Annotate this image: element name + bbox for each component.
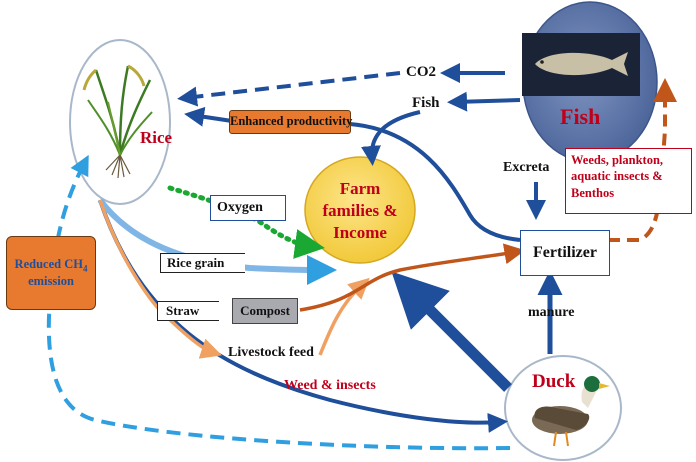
weed-insects-label: Weed & insects: [284, 378, 376, 393]
reduced-ch4-line-1: Reduced CH4: [7, 257, 95, 274]
excreta-label: Excreta: [503, 160, 550, 175]
fish-flow-label: Fish: [412, 95, 440, 111]
straw-box: Straw: [157, 301, 219, 321]
duck-to-farm-arrow: [391, 271, 512, 392]
co2-arrow: [177, 71, 401, 107]
duck-title: Duck: [532, 371, 576, 392]
farm-line-3: Income: [333, 223, 387, 243]
fish-food-line-2: aquatic insects &: [571, 169, 663, 184]
fish-source-arrow: [447, 91, 521, 112]
fish-food-box: Weeds, plankton, aquatic insects & Benth…: [565, 148, 692, 214]
farm-line-2: families &: [322, 201, 398, 221]
fertilizer-box: Fertilizer: [520, 230, 610, 276]
reduced-ch4-box: Reduced CH4 emission: [6, 236, 96, 310]
reduced-ch4-text: Reduced CH: [14, 257, 83, 271]
rice-grain-box: Rice grain: [160, 253, 245, 273]
straw-arrow: [98, 199, 222, 359]
rice-plant-icon: [82, 64, 153, 179]
fish-food-line-3: Benthos: [571, 185, 615, 200]
enhanced-productivity-box: Enhanced productivity: [229, 110, 352, 134]
farm-circle: [304, 156, 416, 264]
compost-box: Compost: [232, 298, 298, 324]
fish-photo-icon: [522, 33, 640, 96]
livestock-feed-arrow: [318, 277, 370, 356]
livestock-feed-label: Livestock feed: [228, 345, 314, 360]
oxygen-box: Oxygen: [210, 195, 286, 221]
rice-title: Rice: [140, 128, 173, 147]
ch4-subscript: 4: [82, 263, 88, 274]
productivity-to-fertilizer-arrow: [349, 122, 521, 242]
fertilizer-to-fish-food-arrow: [608, 78, 677, 242]
farm-families-income: Farm families & Income: [318, 178, 402, 244]
oxygen-arrow: [167, 185, 325, 259]
co2-label: CO2: [406, 64, 436, 80]
duck-icon: [532, 376, 610, 447]
fish-title: Fish: [560, 104, 601, 129]
reduced-ch4-line-2: emission: [28, 274, 74, 289]
enhanced-productivity-arrow: [184, 106, 233, 127]
manure-label: manure: [528, 305, 575, 320]
farm-line-1: Farm: [339, 179, 381, 198]
compost-arrow: [299, 243, 526, 312]
fish-food-line-1: Weeds, plankton,: [571, 153, 664, 167]
